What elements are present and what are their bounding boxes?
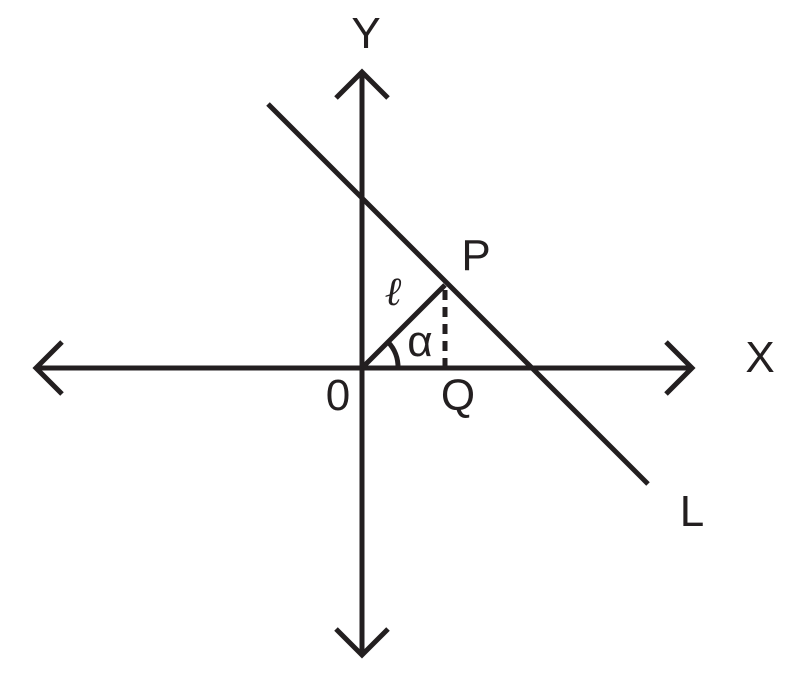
y-axis-label: Y — [351, 9, 380, 58]
angle-label: α — [407, 317, 432, 366]
point-q-label: Q — [441, 371, 475, 420]
line-l — [266, 102, 650, 486]
angle-arc — [386, 340, 401, 369]
origin-label: 0 — [326, 371, 350, 420]
x-axis-left-arrow-icon — [32, 340, 64, 396]
x-axis-right-arrow-icon — [664, 340, 696, 396]
y-axis-bottom-arrow-icon — [334, 627, 390, 659]
point-p-label: P — [461, 231, 490, 280]
length-label: ℓ — [385, 269, 402, 315]
x-axis-label: X — [745, 333, 774, 382]
y-axis-top-arrow-icon — [334, 68, 390, 100]
perpendicular-op — [360, 283, 447, 370]
line-l-label: L — [680, 487, 704, 536]
